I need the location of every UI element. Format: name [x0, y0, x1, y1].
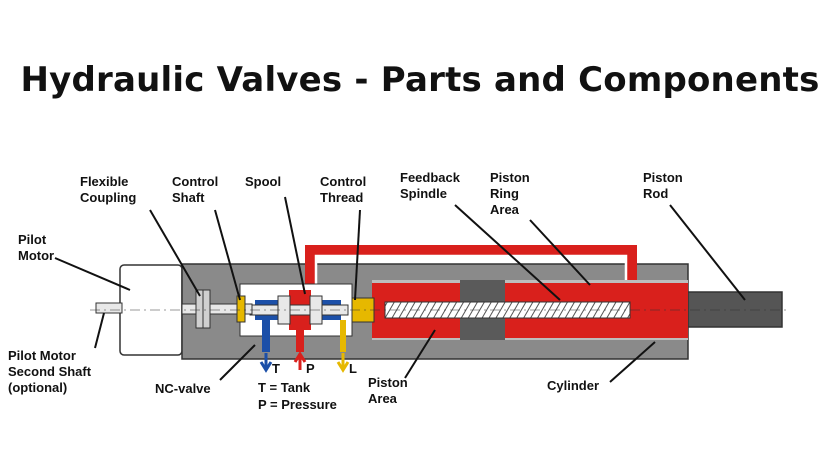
- legend: T = Tank P = Pressure: [258, 380, 337, 412]
- label-cylinder: Cylinder: [547, 378, 599, 393]
- port-l-label: L: [349, 361, 357, 376]
- label-feedback-spindle: Feedback Spindle: [400, 170, 464, 201]
- piston-rod: [687, 291, 783, 328]
- legend-tank: T = Tank: [258, 380, 311, 395]
- piston-ring-area-chamber: [505, 283, 635, 296]
- port-t-arrow: [259, 353, 273, 373]
- port-p-arrow: [293, 351, 307, 370]
- label-control-shaft: Control Shaft: [172, 174, 222, 205]
- label-flexible-coupling: Flexible Coupling: [80, 174, 136, 205]
- port-t-label: T: [272, 361, 280, 376]
- label-nc-valve: NC-valve: [155, 381, 211, 396]
- pilot-motor-second-shaft: [95, 302, 123, 314]
- label-piston-area: Piston Area: [368, 375, 411, 406]
- label-piston-rod: Piston Rod: [643, 170, 686, 201]
- control-shaft: [181, 303, 253, 315]
- label-pilot-motor: Pilot Motor: [18, 232, 54, 263]
- port-l-arrow: [336, 353, 350, 373]
- label-control-thread: Control Thread: [320, 174, 370, 205]
- legend-pressure: P = Pressure: [258, 397, 337, 412]
- leader-lines: [54, 196, 746, 383]
- page-title: Hydraulic Valves - Parts and Components: [20, 60, 820, 100]
- label-pilot-motor-second-shaft: Pilot Motor Second Shaft (optional): [8, 348, 95, 395]
- label-piston-ring-area: Piston Ring Area: [490, 170, 533, 217]
- label-spool: Spool: [245, 174, 281, 189]
- feed-pipe: [305, 245, 637, 300]
- port-p-label: P: [306, 361, 315, 376]
